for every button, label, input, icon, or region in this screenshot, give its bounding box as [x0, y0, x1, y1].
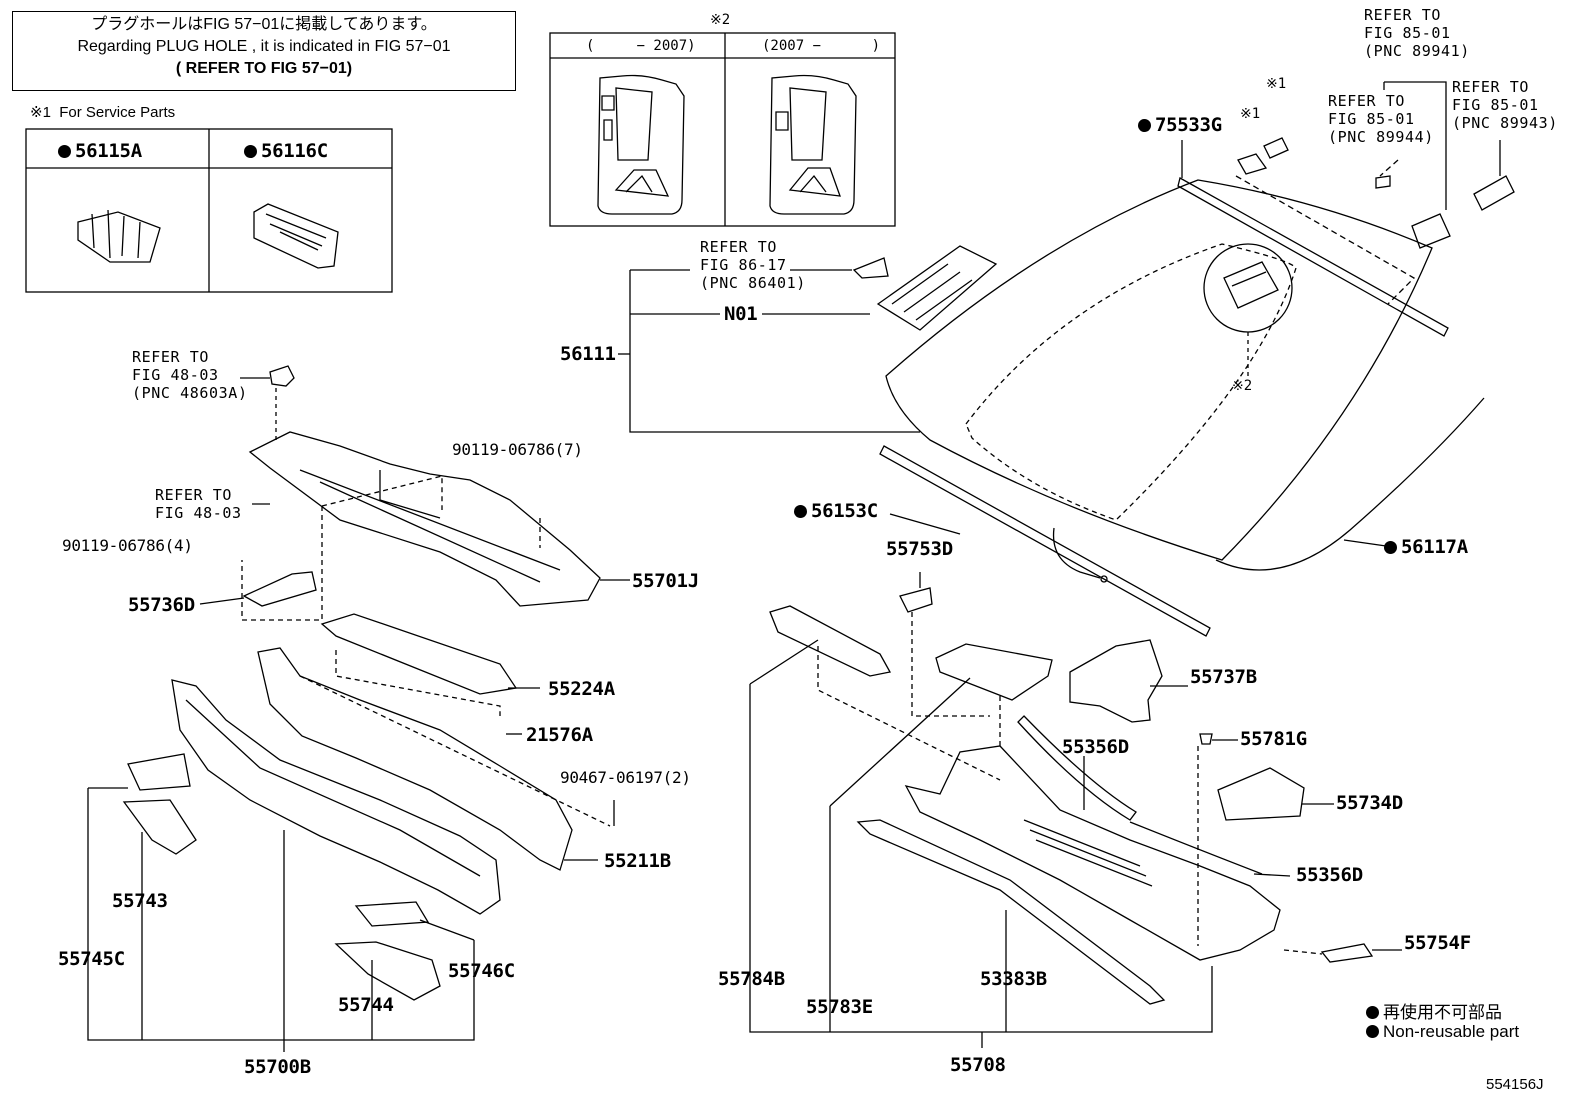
- label-55708: 55708: [950, 1054, 1006, 1076]
- legend-jp-text: 再使用不可部品: [1383, 1003, 1502, 1022]
- label-N01: N01: [724, 303, 758, 325]
- label-90119-06786-7: 90119-06786(7): [452, 440, 583, 459]
- non-reusable-dot-icon: [1384, 541, 1397, 554]
- plug-hole-note: プラグホールはFIG 57−01に掲載してあります。 Regarding PLU…: [12, 11, 516, 91]
- legend-jp: 再使用不可部品: [1366, 998, 1502, 1023]
- ref-fig-48-03: REFER TO FIG 48-03: [155, 486, 242, 522]
- label-56153C: 56153C: [794, 502, 878, 521]
- label-55211B: 55211B: [604, 850, 671, 872]
- label-55700B: 55700B: [244, 1056, 311, 1078]
- note-line-jp: プラグホールはFIG 57−01に掲載してあります。: [91, 16, 437, 33]
- ref-fig-86-17: REFER TO FIG 86-17 (PNC 86401): [700, 238, 806, 292]
- sensor-bracket: [852, 245, 998, 331]
- label-55784B: 55784B: [718, 968, 785, 990]
- sensor-parts: [1235, 81, 1515, 305]
- label-55744: 55744: [338, 994, 394, 1016]
- mark-service-1a: ※1: [1266, 76, 1287, 92]
- part-number: 75533G: [1155, 114, 1222, 136]
- service-part-1-number: 56115A: [75, 140, 142, 162]
- variant-col-2: (2007 − ): [762, 38, 881, 54]
- label-55783E: 55783E: [806, 996, 873, 1018]
- non-reusable-dot-icon: [244, 145, 257, 158]
- label-55736D: 55736D: [128, 594, 195, 616]
- glass-ref-brackets: [618, 269, 920, 433]
- label-56111: 56111: [560, 343, 616, 365]
- legend-en-text: Non-reusable part: [1383, 1022, 1520, 1041]
- non-reusable-dot-icon: [58, 145, 71, 158]
- variant-table: [549, 32, 896, 227]
- non-reusable-dot-icon: [1138, 119, 1151, 132]
- non-reusable-dot-icon: [1366, 1025, 1379, 1038]
- label-55781G: 55781G: [1240, 728, 1307, 750]
- glass-moldings: [879, 140, 1485, 637]
- label-90119-06786-4: 90119-06786(4): [62, 536, 193, 555]
- non-reusable-dot-icon: [1366, 1006, 1379, 1019]
- windshield-glass: [885, 179, 1433, 583]
- legend-en: Non-reusable part: [1366, 1022, 1519, 1042]
- label-55356D-lower: 55356D: [1296, 864, 1363, 886]
- service-parts-table: [25, 128, 393, 293]
- variant-col-1: ( − 2007): [586, 38, 696, 54]
- label-55746C: 55746C: [448, 960, 515, 982]
- service-part-2: 56116C: [244, 142, 328, 161]
- label-55754F: 55754F: [1404, 932, 1471, 954]
- part-number: 56117A: [1401, 536, 1468, 558]
- label-55224A: 55224A: [548, 678, 615, 700]
- label-75533G: 75533G: [1138, 116, 1222, 135]
- mark-service-1b: ※1: [1240, 106, 1261, 122]
- label-53383B: 53383B: [980, 968, 1047, 990]
- service-part-1: 56115A: [58, 142, 142, 161]
- part-number: 56153C: [811, 500, 878, 522]
- service-part-2-number: 56116C: [261, 140, 328, 162]
- label-21576A: 21576A: [526, 724, 593, 746]
- note-line-ref: ( REFER TO FIG 57−01): [175, 60, 353, 77]
- label-55734D: 55734D: [1336, 792, 1403, 814]
- ref-pnc-89943: REFER TO FIG 85-01 (PNC 89943): [1452, 78, 1558, 132]
- left-cowl-parts: [87, 365, 630, 1052]
- label-55753D: 55753D: [886, 538, 953, 560]
- ref-fig-48-03-pnc: REFER TO FIG 48-03 (PNC 48603A): [132, 348, 248, 402]
- figure-id: 554156J: [1486, 1076, 1544, 1093]
- label-55737B: 55737B: [1190, 666, 1257, 688]
- right-cowl-parts: [749, 513, 1402, 1048]
- label-55743: 55743: [112, 890, 168, 912]
- label-55745C: 55745C: [58, 948, 125, 970]
- label-56117A: 56117A: [1384, 538, 1468, 557]
- variant-mark: ※2: [710, 12, 731, 28]
- mark-variant-2: ※2: [1232, 378, 1253, 394]
- note-line-en: Regarding PLUG HOLE , it is indicated in…: [77, 38, 451, 55]
- ref-pnc-89941: REFER TO FIG 85-01 (PNC 89941): [1364, 6, 1470, 60]
- ref-pnc-89944: REFER TO FIG 85-01 (PNC 89944): [1328, 92, 1434, 146]
- label-55701J: 55701J: [632, 570, 699, 592]
- label-90467-06197-2: 90467-06197(2): [560, 768, 691, 787]
- service-parts-title: ※1 For Service Parts: [30, 104, 176, 121]
- non-reusable-dot-icon: [794, 505, 807, 518]
- label-55356D-upper: 55356D: [1062, 736, 1129, 758]
